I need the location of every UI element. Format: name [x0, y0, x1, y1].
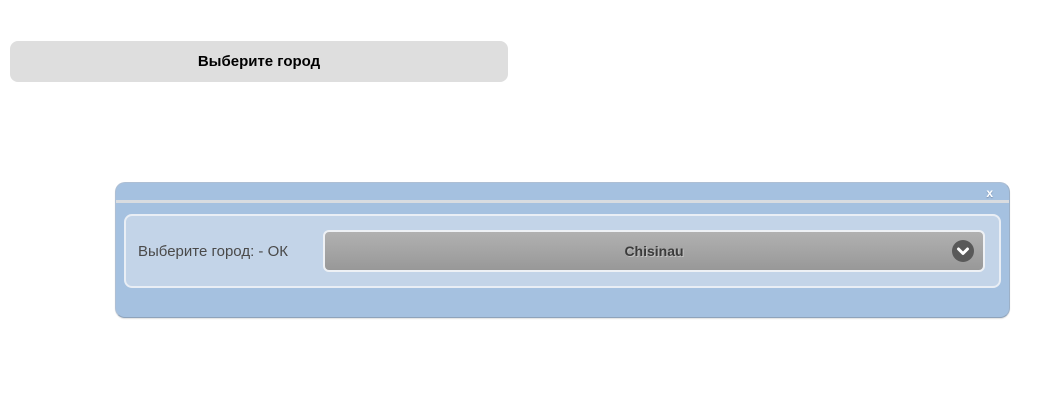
city-dropdown-value: Chisinau — [624, 243, 684, 259]
city-field-label: Выберите город: - ОК — [138, 242, 288, 260]
dialog-panel: Выберите город: - ОК Chisinau — [124, 214, 1001, 288]
city-dropdown[interactable]: Chisinau — [323, 230, 985, 272]
dialog-header[interactable]: x — [116, 183, 1009, 203]
chevron-down-icon[interactable] — [952, 240, 974, 262]
choose-city-button[interactable]: Выберите город — [10, 41, 508, 82]
city-select-dialog: x Выберите город: - ОК Chisinau — [115, 182, 1010, 318]
close-icon[interactable]: x — [986, 186, 993, 200]
